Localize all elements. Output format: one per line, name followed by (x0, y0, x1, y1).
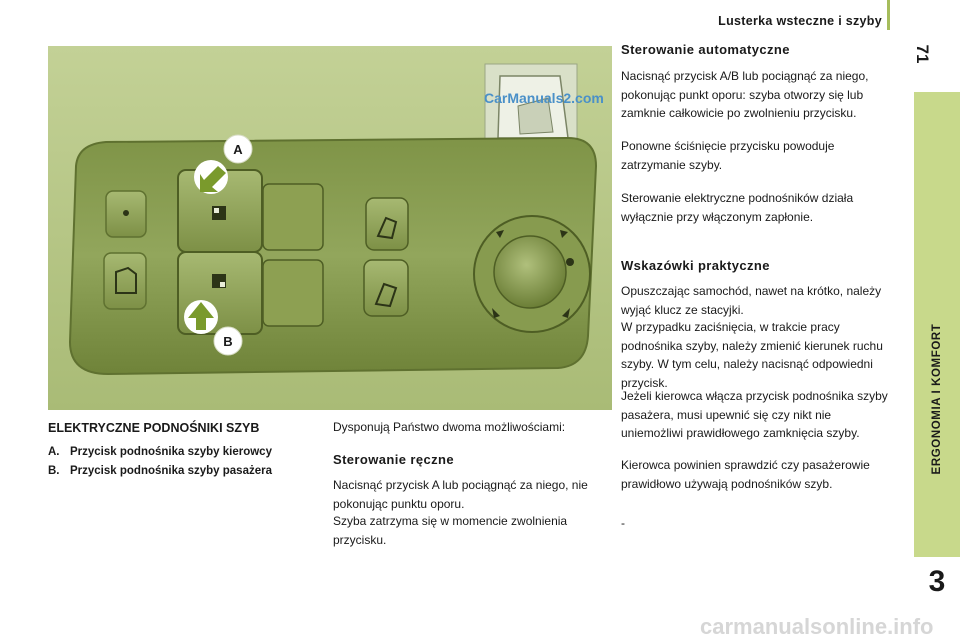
chapter-side-label: ERGONOMIA I KOMFORT (914, 92, 960, 557)
label-b: B (223, 334, 232, 349)
switch-panel-illustration: A B (48, 46, 612, 410)
manual-paragraph: Nacisnąć przycisk A lub pociągnąć za nie… (333, 478, 588, 511)
mirror-heat-button (363, 259, 409, 317)
tips-paragraph: W przypadku zaciśnięcia, w trakcie pracy… (621, 320, 883, 390)
legend-text: Przycisk podnośnika szyby kierowcy (70, 446, 272, 458)
legend-text: Przycisk podnośnika szyby pasażera (70, 465, 272, 477)
intro-text: Dysponują Państwo dwoma możliwościami: (333, 420, 566, 434)
chapter-section-title: ERGONOMIA I KOMFORT (931, 323, 943, 475)
page-number: 71 (913, 44, 932, 64)
legend-key: B. (48, 465, 60, 477)
label-a-badge (223, 134, 253, 164)
tips-paragraph: Jeżeli kierowca włącza przycisk podnośni… (621, 389, 888, 440)
section-title: ELEKTRYCZNE PODNOŚNIKI SZYB (48, 421, 260, 435)
legend-item-a: A. Przycisk podnośnika szyby kierowcy (48, 446, 272, 458)
running-header-title: Lusterka wsteczne i szyby (718, 14, 882, 28)
auto-paragraph: Nacisnąć przycisk A/B lub pociągnąć za n… (621, 69, 869, 120)
auto-paragraph: Ponowne ściśnięcie przycisku powoduje za… (621, 139, 835, 172)
label-a: A (233, 142, 243, 157)
tips-paragraph: Kierowca powinien sprawdzić czy pasażero… (621, 458, 870, 491)
figure-watermark: CarManuals2.com (484, 90, 604, 106)
window-switch-photo: A B CarManuals2.com (48, 46, 612, 410)
child-lock-button (103, 252, 147, 310)
manual-paragraph: Szyba zatrzyma się w momencie zwolnienia… (333, 514, 568, 547)
mirror-fold-button (365, 197, 409, 251)
manual-heading: Sterowanie ręczne (333, 452, 454, 467)
chapter-number: 3 (928, 565, 946, 598)
footer-watermark: carmanualsonline.info (700, 614, 934, 639)
auto-paragraph: Sterowanie elektryczne podnośników dział… (621, 191, 854, 224)
label-b-badge (213, 326, 243, 356)
auto-heading: Sterowanie automatyczne (621, 42, 790, 57)
legend-key: A. (48, 446, 60, 458)
chapter-side-strip (914, 92, 960, 557)
tips-paragraph: - (621, 516, 625, 530)
tips-paragraph: Opuszczając samochód, nawet na krótko, n… (621, 284, 882, 317)
header-accent-bar (887, 0, 890, 30)
legend-item-b: B. Przycisk podnośnika szyby pasażera (48, 465, 272, 477)
tips-heading: Wskazówki praktyczne (621, 258, 770, 273)
